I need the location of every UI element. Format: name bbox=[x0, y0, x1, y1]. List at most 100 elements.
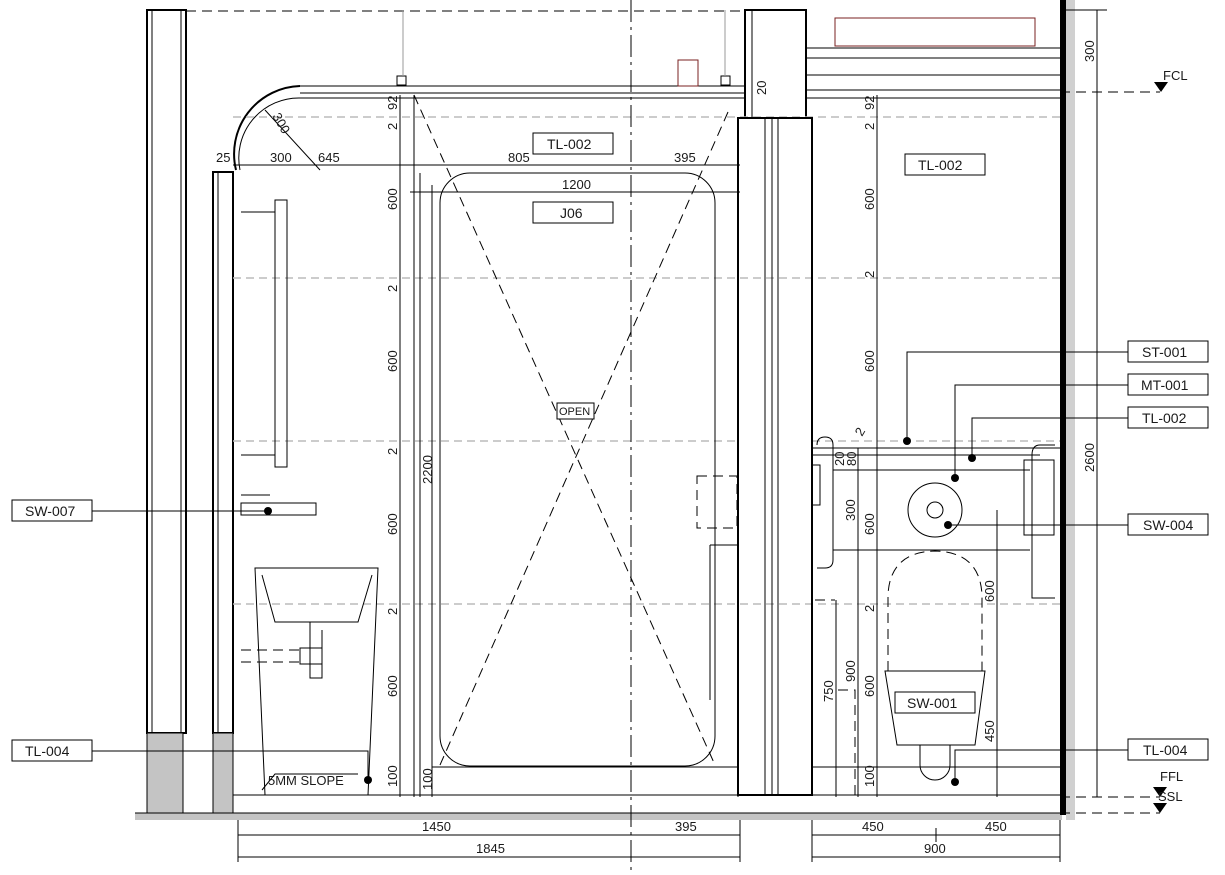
drawing-line bbox=[696, 475, 738, 529]
callout-sw-004: SW-004 bbox=[944, 513, 1209, 536]
drawing-line bbox=[1031, 444, 1055, 599]
drawing-line bbox=[238, 97, 301, 171]
ffl-label: FFL bbox=[1160, 769, 1183, 784]
drawing-line bbox=[951, 474, 959, 482]
drawing-line bbox=[926, 501, 944, 519]
drawing-line bbox=[954, 749, 1128, 782]
tag-sw-001: SW-001 bbox=[907, 695, 958, 711]
grab-rail-right bbox=[1023, 444, 1055, 599]
dim-805: 805 bbox=[508, 150, 530, 165]
external-wall bbox=[1060, 0, 1066, 815]
drawing-line bbox=[887, 550, 983, 671]
callout-label: MT-001 bbox=[1141, 377, 1189, 393]
drawing-line bbox=[396, 75, 407, 86]
dim-text: 450 bbox=[982, 720, 997, 742]
dim-text: 900 bbox=[843, 660, 858, 682]
drawing-line bbox=[532, 132, 614, 155]
dim-450-left: 450 bbox=[862, 819, 884, 834]
drawing-line bbox=[233, 85, 301, 171]
right-vertical-dimensions: 92 2 600 2 600 2 600 2 600 100 20 80 300… bbox=[821, 40, 1097, 787]
dim-text: 92 bbox=[385, 96, 400, 110]
ssl-level-marker-icon bbox=[1153, 803, 1167, 813]
left-vertical-dimensions: 92 2 600 2 600 2 600 2 600 100 2200 100 bbox=[385, 96, 435, 790]
ceiling-bulkhead bbox=[233, 10, 745, 171]
callout-label: SW-004 bbox=[1143, 517, 1194, 533]
dim-645: 645 bbox=[318, 150, 340, 165]
tile-joint-lines bbox=[233, 116, 1060, 605]
drawing-line bbox=[884, 670, 986, 746]
drawing-line bbox=[413, 94, 716, 766]
drawing-line bbox=[1023, 459, 1055, 536]
dim-300: 300 bbox=[270, 150, 292, 165]
drawing-line bbox=[532, 201, 614, 224]
drawing-line bbox=[816, 436, 834, 569]
dim-text: 600 bbox=[385, 350, 400, 372]
floor-slab bbox=[135, 813, 1062, 820]
left-wall-column bbox=[146, 9, 234, 814]
tag-open: OPEN bbox=[559, 406, 590, 418]
dim-text: 80 bbox=[844, 452, 859, 466]
drawing-line bbox=[677, 59, 699, 87]
drawing-line bbox=[737, 117, 813, 796]
dim-1845: 1845 bbox=[476, 841, 505, 856]
fcl-label: FCL bbox=[1163, 68, 1188, 83]
fcl-level-marker-icon bbox=[1154, 82, 1168, 92]
drawing-line bbox=[906, 351, 1128, 441]
dim-text: 92 bbox=[862, 96, 877, 110]
drawing-line bbox=[241, 211, 275, 456]
callout-label: TL-002 bbox=[1142, 410, 1187, 426]
drawing-line bbox=[299, 647, 323, 665]
drawing-line bbox=[146, 732, 184, 814]
shower-mixer-sw007 bbox=[240, 494, 317, 516]
dim-pipe-20: 20 bbox=[754, 81, 769, 95]
callout-label: ST-001 bbox=[1142, 344, 1187, 360]
dim-text: 600 bbox=[862, 188, 877, 210]
dim-text: 2600 bbox=[1082, 443, 1097, 472]
drawing-line bbox=[212, 732, 234, 814]
drawing-line bbox=[811, 464, 821, 506]
drawing-line bbox=[261, 574, 373, 623]
drawing-line bbox=[274, 199, 288, 468]
dim-text: 600 bbox=[862, 350, 877, 372]
drawing-line bbox=[903, 437, 911, 445]
dim-text: 600 bbox=[982, 580, 997, 602]
drawing-line bbox=[11, 739, 93, 762]
drawing-line bbox=[11, 499, 93, 522]
dim-text: 100 bbox=[420, 768, 435, 790]
dim-text: 600 bbox=[862, 513, 877, 535]
dim-text: 2 bbox=[862, 123, 877, 130]
dim-text: 100 bbox=[385, 765, 400, 787]
dimension-lines bbox=[233, 9, 1160, 862]
drawing-line bbox=[971, 417, 1128, 458]
dim-395: 395 bbox=[675, 819, 697, 834]
slope-note: 5MM SLOPE bbox=[268, 773, 344, 788]
basin bbox=[241, 567, 379, 796]
drawing-line bbox=[944, 521, 952, 529]
dim-text: 600 bbox=[385, 188, 400, 210]
drawing-line bbox=[919, 745, 951, 781]
drawing-line bbox=[439, 172, 716, 767]
drawing-line bbox=[1127, 340, 1209, 363]
tag-j06: J06 bbox=[560, 205, 583, 221]
dim-text: 2 bbox=[862, 605, 877, 612]
callout-tl-004-right: TL-004 bbox=[951, 738, 1209, 786]
drawing-line bbox=[907, 482, 963, 538]
upper-right-bulkhead bbox=[806, 17, 1060, 99]
dim-450-right: 450 bbox=[985, 819, 1007, 834]
drawing-line bbox=[556, 402, 595, 420]
drawing-line bbox=[240, 502, 317, 516]
callout-label: TL-004 bbox=[1143, 742, 1188, 758]
dim-25: 25 bbox=[216, 150, 230, 165]
callout-label: SW-007 bbox=[25, 503, 76, 519]
drawing-line bbox=[894, 691, 976, 714]
callout-tl-004-left: TL-004 bbox=[11, 739, 372, 784]
drawing-line bbox=[1127, 373, 1209, 396]
dim-text: 20 bbox=[832, 452, 847, 466]
dim-text: 2 bbox=[385, 285, 400, 292]
drawing-line bbox=[439, 111, 729, 766]
dim-text: 300 bbox=[1082, 40, 1097, 62]
drawing-line bbox=[146, 9, 187, 734]
dim-text: 2 bbox=[385, 608, 400, 615]
drawing-line bbox=[212, 171, 234, 734]
shower-door-j06 bbox=[413, 94, 739, 797]
